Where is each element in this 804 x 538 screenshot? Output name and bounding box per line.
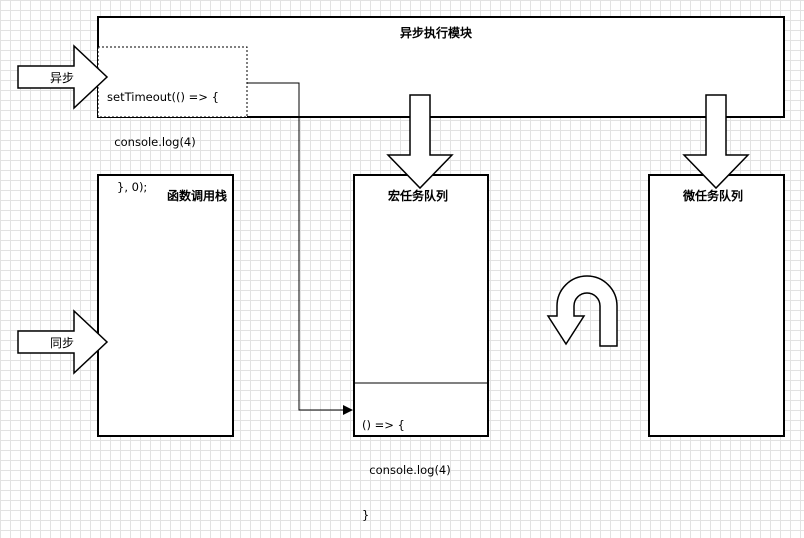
- call-stack-box: [97, 174, 234, 437]
- macro-queue-title: 宏任务队列: [388, 189, 449, 203]
- micro-down-arrow: [682, 94, 750, 190]
- async-input-arrow: [17, 44, 109, 110]
- callback-code: () => { console.log(4) }: [362, 388, 451, 538]
- uturn-arrow: [546, 275, 618, 347]
- settimeout-code-line: console.log(4): [107, 135, 196, 149]
- sync-input-arrow: [17, 309, 109, 375]
- callback-code-line: () => {: [362, 418, 405, 432]
- callback-connector-arrowhead: [343, 405, 353, 415]
- callback-code-line: }: [362, 508, 370, 522]
- macro-queue-box: [353, 174, 489, 437]
- settimeout-code-line: }, 0);: [117, 180, 148, 194]
- settimeout-code: setTimeout(() => { console.log(4) }, 0);: [107, 60, 219, 210]
- call-stack-title: 函数调用栈: [167, 189, 228, 203]
- settimeout-code-line: setTimeout(() => {: [107, 90, 219, 104]
- diagram-shapes: [17, 44, 750, 415]
- callback-code-line: console.log(4): [362, 463, 451, 477]
- async-label: 异步: [50, 71, 75, 85]
- settimeout-dashed-box: [97, 46, 248, 118]
- async-module-title: 异步执行模块: [400, 26, 473, 40]
- micro-queue-title: 微任务队列: [683, 189, 744, 203]
- callback-connector: [247, 82, 350, 411]
- macro-down-arrow: [386, 94, 454, 190]
- micro-queue-box: [648, 174, 785, 437]
- sync-label: 同步: [50, 336, 75, 350]
